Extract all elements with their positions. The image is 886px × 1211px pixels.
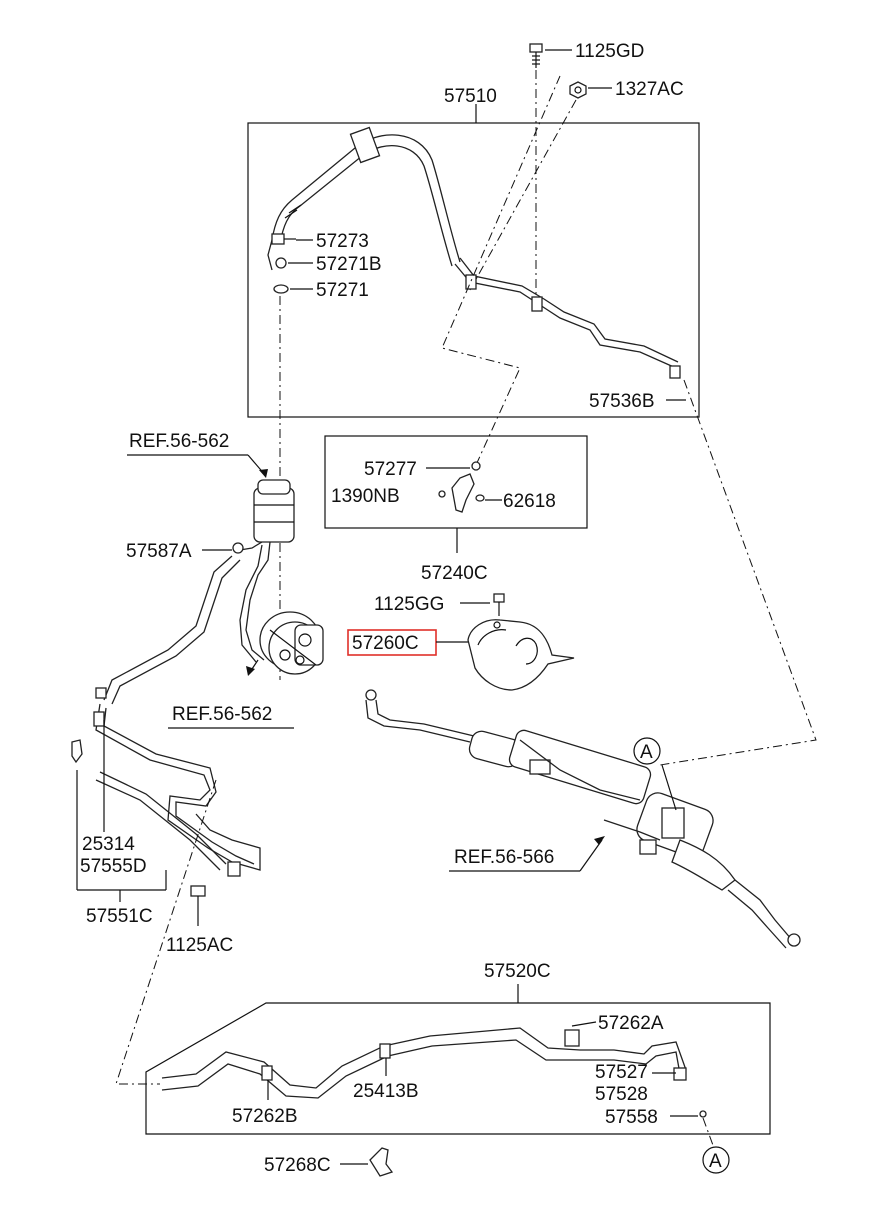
clamp-57587A (232, 542, 244, 554)
label-57527: 57527 (595, 1062, 648, 1083)
bolt-1125GG (493, 593, 505, 616)
label-57520C: 57520C (484, 961, 551, 982)
label-57260C[interactable]: 57260C (352, 633, 419, 654)
label-57240C: 57240C (421, 563, 488, 584)
label-A-bottom: A (709, 1151, 722, 1172)
pressure-hose-57510 (267, 126, 681, 379)
label-57587A: 57587A (126, 541, 192, 562)
clip-57268C (369, 1147, 394, 1177)
bolt-1125GD (529, 43, 543, 68)
label-57273: 57273 (316, 231, 369, 252)
group-box-57510 (247, 122, 700, 418)
label-1390NB: 1390NB (331, 486, 400, 507)
return-tube-57520C (161, 1027, 687, 1099)
label-57551C: 57551C (86, 906, 153, 927)
label-57262A: 57262A (598, 1013, 664, 1034)
label-25314: 25314 (82, 834, 135, 855)
label-57558: 57558 (605, 1107, 658, 1128)
bolt-1125AC (190, 885, 206, 926)
washer-57271B (275, 257, 287, 269)
label-25413B: 25413B (353, 1081, 419, 1102)
label-57271B: 57271B (316, 254, 382, 275)
label-ref-56-566: REF.56-566 (454, 847, 554, 868)
label-62618: 62618 (503, 491, 556, 512)
label-57555D: 57555D (80, 856, 147, 877)
steering-gear-rack (365, 689, 801, 949)
group-box-57240C (324, 435, 588, 529)
label-1125GD: 1125GD (575, 41, 644, 62)
label-1125GG: 1125GG (374, 594, 444, 615)
label-57510: 57510 (444, 86, 497, 107)
bolt-57273 (271, 233, 296, 245)
label-57528: 57528 (595, 1084, 648, 1105)
label-57536B: 57536B (589, 391, 655, 412)
label-57277: 57277 (364, 459, 417, 480)
label-1125AC: 1125AC (166, 935, 233, 956)
heat-protector-57260C (467, 619, 575, 691)
oring-57271 (273, 284, 289, 294)
label-57271: 57271 (316, 280, 369, 301)
reservoir (239, 479, 295, 663)
group-box-57520C (145, 1002, 771, 1135)
label-57262B: 57262B (232, 1106, 298, 1127)
return-pipes-57551C (71, 687, 261, 877)
label-57268C: 57268C (264, 1155, 331, 1176)
nut-1327AC (569, 81, 587, 99)
bracket-57240C (438, 461, 485, 513)
ref-circle-A-bottom (702, 1146, 730, 1174)
label-1327AC: 1327AC (615, 79, 684, 100)
label-A-top: A (640, 742, 653, 763)
label-ref-56-562-pump: REF.56-562 (172, 704, 272, 725)
power-steering-pump (259, 611, 324, 675)
ref-circle-A-top (633, 737, 661, 765)
label-ref-56-562-top: REF.56-562 (129, 431, 229, 452)
